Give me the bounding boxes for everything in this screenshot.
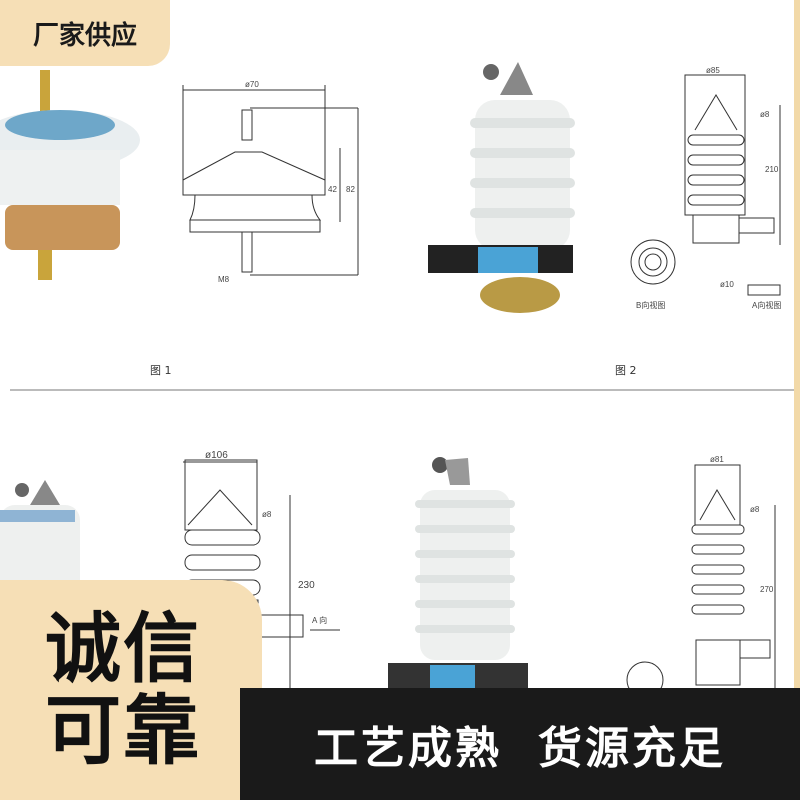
drawing-fig2 — [630, 74, 781, 296]
dim-270: 270 — [760, 585, 774, 594]
product-photo-2 — [428, 62, 575, 313]
supply-badge: 厂家供应 — [0, 0, 170, 66]
dim-82: 82 — [346, 185, 355, 194]
bottom-left-panel — [0, 580, 262, 800]
dim-phi10: ø10 — [720, 280, 734, 289]
dim-phi8-c: ø8 — [750, 505, 760, 514]
drawing-fig1 — [182, 85, 359, 276]
figure-2-label: 图 2 — [615, 364, 637, 377]
b-view-label: B向视图 — [636, 301, 666, 310]
a-view-label: A向视图 — [752, 301, 782, 310]
figure-1-label: 图 1 — [150, 364, 172, 377]
dim-phi85: ø85 — [706, 66, 720, 75]
drawing-fig4 — [626, 464, 776, 699]
slogan-line1: 诚信 — [45, 604, 201, 693]
dim-phi8-b: ø8 — [262, 510, 272, 519]
product-photo-1 — [0, 70, 140, 280]
dim-42: 42 — [328, 185, 337, 194]
dim-phi8-a: ø8 — [760, 110, 770, 119]
dim-230: 230 — [298, 580, 315, 591]
dim-phi81: ø81 — [710, 455, 724, 464]
a-direction-label: A 向 — [312, 616, 328, 625]
slogan-line2: 可靠 — [45, 686, 201, 775]
dim-phi106: ø106 — [205, 450, 228, 461]
right-accent-strip — [794, 0, 800, 800]
dim-210: 210 — [765, 165, 779, 174]
banner-left-text: 工艺成熟 — [314, 723, 502, 774]
product-photo-4 — [388, 457, 528, 688]
dim-phi70: ø70 — [245, 80, 259, 89]
bottom-banner: 工艺成熟 货源充足 — [240, 688, 800, 800]
dim-m8: M8 — [218, 275, 230, 284]
banner-right-text: 货源充足 — [538, 723, 726, 774]
slogan-reliable: 诚信 可靠 — [45, 608, 215, 772]
